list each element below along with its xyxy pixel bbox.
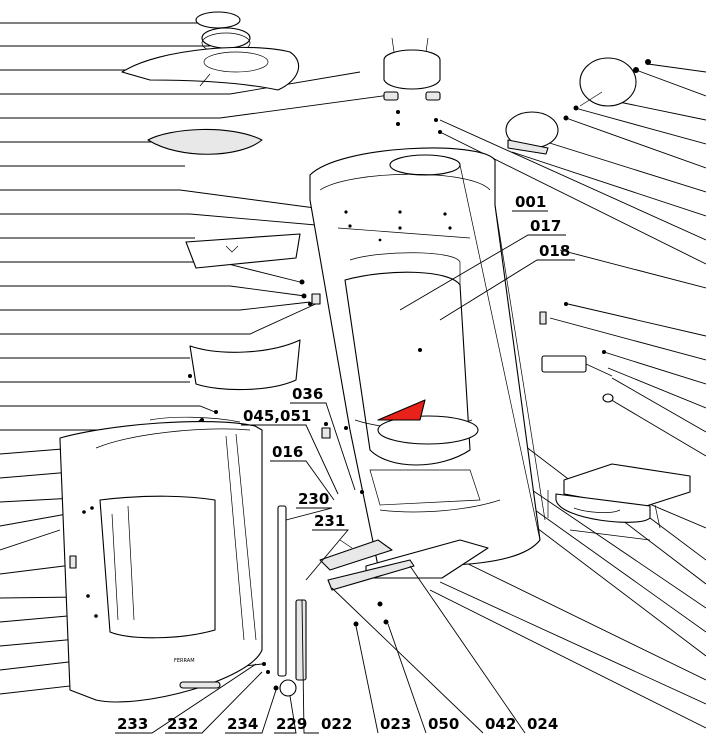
label-001: 001 (515, 193, 546, 211)
door-hinge-rail (262, 505, 307, 697)
label-231: 231 (314, 512, 345, 530)
label-230: 230 (298, 490, 329, 508)
curved-deflector (188, 339, 301, 391)
small-screws (200, 410, 348, 439)
ash-pan (547, 463, 691, 541)
door-assembly: FERRAM (59, 416, 263, 703)
baffle-plate (147, 128, 263, 155)
base-plate (319, 539, 489, 627)
flue-collar (383, 37, 441, 101)
label-022: 022 (321, 715, 352, 733)
label-024: 024 (527, 715, 558, 733)
top-plate (121, 46, 300, 91)
label-233: 233 (117, 715, 148, 733)
side-bracket (539, 302, 614, 403)
label-229: 229 (276, 715, 307, 733)
label-036: 036 (292, 385, 323, 403)
label-050: 050 (428, 715, 459, 733)
label-016: 016 (272, 443, 303, 461)
label-045-051: 045,051 (243, 407, 311, 425)
label-018: 018 (539, 242, 570, 260)
convection-disc (579, 57, 651, 107)
label-232: 232 (167, 715, 198, 733)
part-labels: 001 017 018 036 045,051 016 230 231 233 … (115, 193, 575, 734)
top-shelf-plate (185, 233, 321, 306)
stove-body (309, 147, 546, 567)
label-234: 234 (227, 715, 258, 733)
label-023: 023 (380, 715, 411, 733)
label-017: 017 (530, 217, 561, 235)
body-fasteners (344, 110, 452, 494)
top-cover-disc (195, 11, 251, 54)
door-badge: FERRAM (174, 658, 195, 664)
label-042: 042 (485, 715, 516, 733)
highlighted-part (377, 399, 426, 421)
air-regulator-disc (505, 105, 579, 155)
